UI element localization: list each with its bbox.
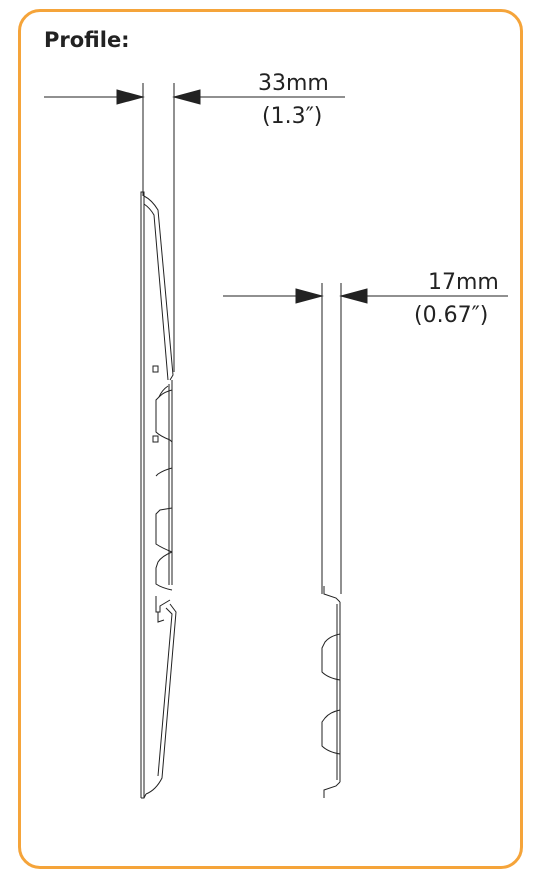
dim-17mm-metric: 17mm [428,270,499,295]
hook-3 [155,507,173,553]
small-hook-1 [321,633,341,681]
dim-17mm-imperial: (0.67″) [414,303,488,328]
notch-upper [152,365,159,373]
upper-taper [143,195,174,381]
dim-33mm-imperial: (1.3″) [262,104,322,129]
dim-arrow-left [116,89,145,105]
hook-2 [155,442,173,477]
top-tip [140,191,145,196]
small-hook-2 [321,709,341,755]
large-bracket-profile [140,191,177,799]
lower-taper [145,603,177,795]
lower-clip-tab [157,612,165,623]
dim-33mm-metric: 33mm [258,71,329,96]
small-top-hook [323,586,341,603]
profile-diagram: 33mm (1.3″) [44,71,508,799]
upper-taper-inner [143,203,169,381]
dim-arrow-right [172,89,201,105]
dimension-33mm: 33mm (1.3″) [44,71,345,372]
hook-1-lip [158,385,169,398]
small-bottom-hook [323,781,341,798]
lower-clip [155,596,171,613]
panel-title: Profile: [44,28,130,52]
dimension-17mm: 17mm (0.67″) [223,270,508,594]
dim-arrow-left-small [295,288,324,304]
hook-1 [155,380,173,443]
notch-middle [152,435,159,443]
lower-taper-inner [157,607,173,777]
bottom-tip [141,793,147,799]
hook-4 [155,551,173,591]
dim-arrow-right-small [339,288,368,304]
small-bracket-profile [321,586,341,798]
